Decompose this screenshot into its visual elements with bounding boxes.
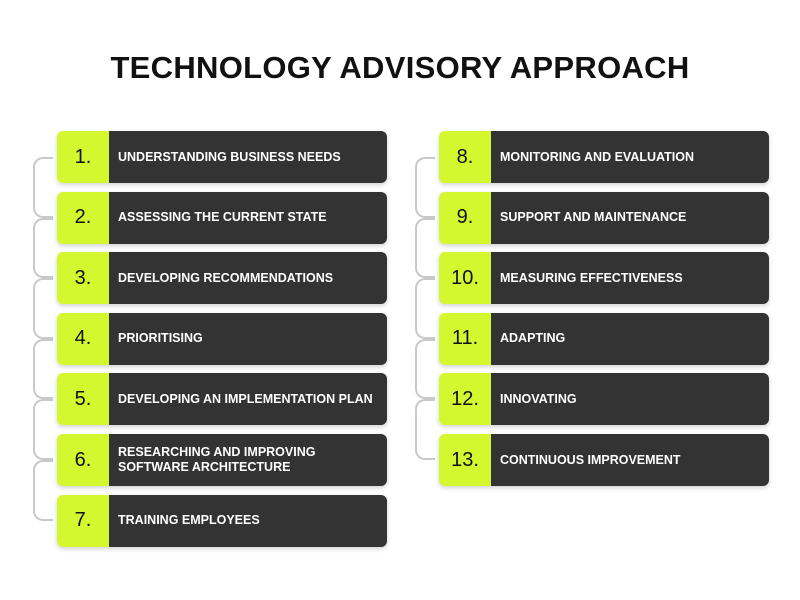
step-connector — [33, 460, 53, 521]
step-label: ADAPTING — [491, 312, 769, 365]
step-connector — [415, 278, 435, 339]
step-label: MONITORING AND EVALUATION — [491, 131, 769, 183]
step-number: 11. — [439, 312, 491, 365]
step-card-3: 3.DEVELOPING RECOMMENDATIONS — [57, 252, 387, 305]
step-card-13: 13.CONTINUOUS IMPROVEMENT — [439, 434, 769, 486]
step-card-5: 5.DEVELOPING AN IMPLEMENTATION PLAN — [57, 373, 387, 426]
step-card-12: 12.INNOVATING — [439, 373, 769, 426]
step-number: 5. — [57, 373, 109, 426]
step-card-4: 4.PRIORITISING — [57, 312, 387, 365]
step-connector — [415, 157, 435, 218]
step-connector — [33, 157, 53, 218]
step-label: SUPPORT AND MAINTENANCE — [491, 191, 769, 244]
step-card-2: 2.ASSESSING THE CURRENT STATE — [57, 191, 387, 244]
step-connector — [33, 338, 53, 400]
step-number: 7. — [57, 494, 109, 547]
step-label: PRIORITISING — [109, 312, 387, 365]
step-card-7: 7.TRAINING EMPLOYEES — [57, 494, 387, 547]
step-connector — [33, 399, 53, 460]
step-label: TRAINING EMPLOYEES — [109, 494, 387, 547]
step-label: RESEARCHING AND IMPROVING SOFTWARE ARCHI… — [109, 434, 387, 486]
step-label: ASSESSING THE CURRENT STATE — [109, 191, 387, 244]
step-card-6: 6.RESEARCHING AND IMPROVING SOFTWARE ARC… — [57, 434, 387, 486]
step-card-8: 8.MONITORING AND EVALUATION — [439, 131, 769, 183]
step-label: CONTINUOUS IMPROVEMENT — [491, 434, 769, 486]
step-card-10: 10.MEASURING EFFECTIVENESS — [439, 252, 769, 305]
step-number: 8. — [439, 131, 491, 183]
step-card-9: 9.SUPPORT AND MAINTENANCE — [439, 191, 769, 244]
step-number: 2. — [57, 191, 109, 244]
step-number: 4. — [57, 312, 109, 365]
step-number: 12. — [439, 373, 491, 426]
step-card-1: 1.UNDERSTANDING BUSINESS NEEDS — [57, 131, 387, 183]
step-label: UNDERSTANDING BUSINESS NEEDS — [109, 131, 387, 183]
page-title: TECHNOLOGY ADVISORY APPROACH — [110, 50, 690, 85]
step-number: 9. — [439, 191, 491, 244]
step-number: 13. — [439, 434, 491, 486]
step-number: 10. — [439, 252, 491, 305]
step-label: DEVELOPING RECOMMENDATIONS — [109, 252, 387, 305]
step-label: INNOVATING — [491, 373, 769, 426]
step-number: 1. — [57, 131, 109, 183]
step-connector — [415, 399, 435, 460]
step-number: 3. — [57, 252, 109, 305]
step-connector — [33, 278, 53, 339]
step-connector — [33, 217, 53, 279]
step-connector — [415, 217, 435, 279]
step-label: MEASURING EFFECTIVENESS — [491, 252, 769, 305]
step-connector — [415, 338, 435, 400]
step-card-11: 11.ADAPTING — [439, 312, 769, 365]
step-label: DEVELOPING AN IMPLEMENTATION PLAN — [109, 373, 387, 426]
step-number: 6. — [57, 434, 109, 486]
